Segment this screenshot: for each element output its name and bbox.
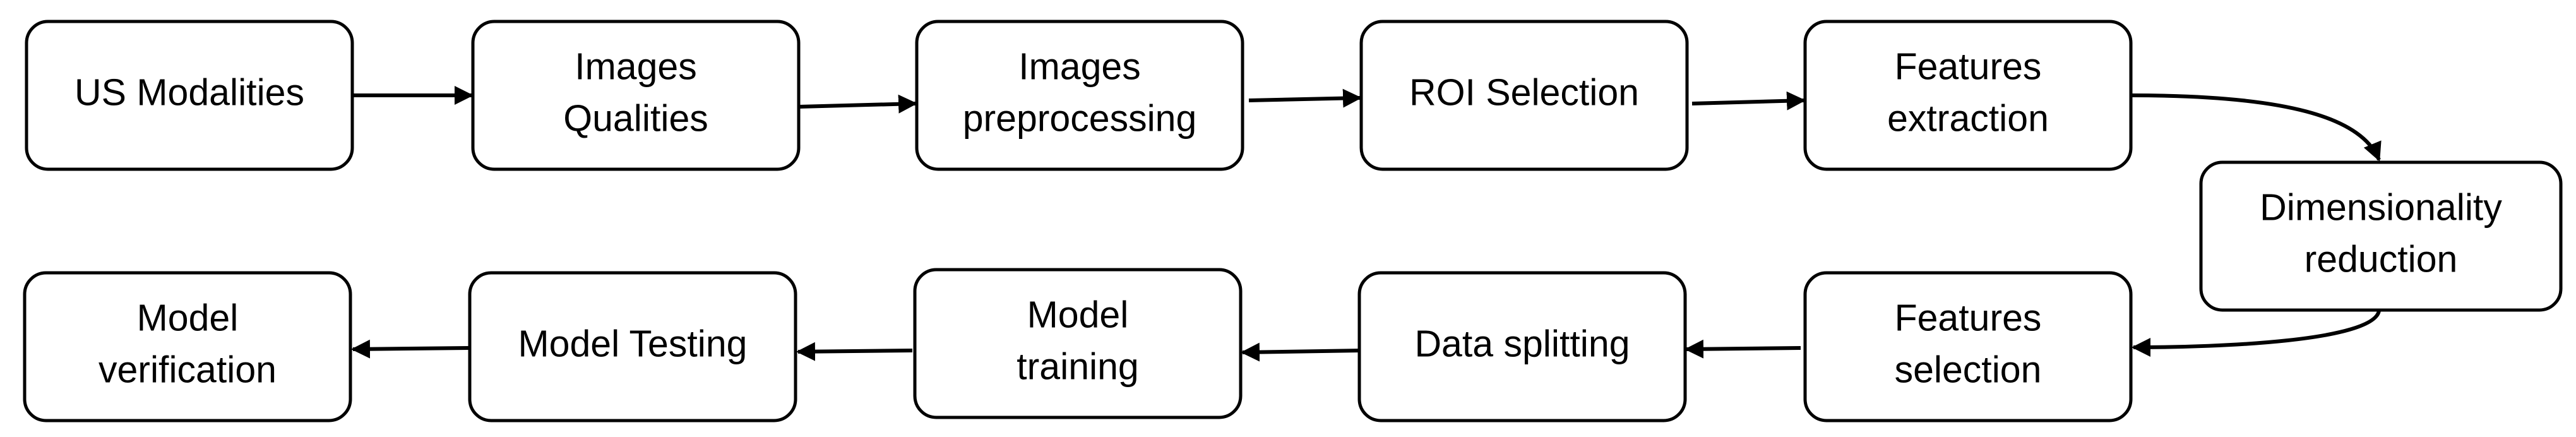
node-label-model-testing: Model Testing: [518, 323, 748, 365]
node-box-model-verification: [23, 271, 352, 422]
node-features-selection: Features selection: [1803, 271, 2133, 422]
node-label-features-selection: selection: [1895, 349, 2042, 391]
arrow-model-training-to-model-testing: [796, 342, 913, 361]
arrow-data-splitting-to-model-training: [1241, 342, 1363, 362]
arrow-model-testing-to-model-verification: [351, 339, 470, 359]
node-box-roi-selection: [1359, 20, 1689, 171]
node-box-features-selection: [1803, 271, 2133, 422]
node-box-model-training: [913, 268, 1243, 419]
node-data-splitting: Data splitting: [1357, 271, 1687, 422]
node-box-images-preprocessing: [915, 20, 1244, 171]
node-label-features-extraction: extraction: [1887, 98, 2049, 140]
node-label-model-verification: verification: [98, 349, 277, 391]
node-images-preprocessing: Images preprocessing: [915, 20, 1244, 171]
edges-layer: [351, 86, 2382, 362]
arrow-roi-selection-to-features-extraction: [1691, 91, 1806, 111]
node-label-us-modalities: US Modalities: [75, 72, 304, 114]
node-label-model-verification: Model: [137, 297, 239, 339]
node-box-us-modalities: [25, 20, 354, 171]
node-label-data-splitting: Data splitting: [1414, 323, 1630, 365]
arrow-features-extraction-to-dimensionality-reduction: [2130, 93, 2382, 162]
node-label-features-selection: Features: [1895, 297, 2042, 339]
node-label-images-qualities: Images: [575, 46, 696, 88]
node-label-dimensionality-reduction: Dimensionality: [2260, 187, 2502, 229]
node-box-dimensionality-reduction: [2199, 160, 2563, 312]
node-label-model-training: training: [1017, 346, 1139, 388]
node-label-model-training: Model: [1027, 294, 1129, 336]
arrow-features-selection-to-data-splitting: [1685, 339, 1801, 359]
node-label-images-preprocessing: preprocessing: [963, 98, 1197, 140]
node-box-images-qualities: [471, 20, 801, 171]
node-box-features-extraction: [1803, 20, 2133, 171]
node-roi-selection: ROI Selection: [1359, 20, 1689, 171]
node-features-extraction: Features extraction: [1803, 20, 2133, 171]
node-model-verification: Model verification: [23, 271, 352, 422]
arrow-images-preprocessing-to-roi-selection: [1248, 88, 1362, 108]
arrow-images-qualities-to-images-preprocessing: [799, 94, 917, 114]
node-box-data-splitting: [1357, 271, 1687, 422]
nodes-layer: US ModalitiesImagesQualitiesImagesprepro…: [23, 20, 2563, 422]
node-model-testing: Model Testing: [468, 271, 797, 422]
node-box-model-testing: [468, 271, 797, 422]
node-us-modalities: US Modalities: [25, 20, 354, 171]
node-model-training: Model training: [913, 268, 1243, 419]
arrow-dimensionality-reduction-to-features-selection: [2132, 310, 2381, 357]
node-label-images-preprocessing: Images: [1018, 46, 1140, 88]
node-label-images-qualities: Qualities: [563, 98, 708, 140]
node-dimensionality-reduction: Dimensionality reduction: [2199, 160, 2563, 312]
node-label-features-extraction: Features: [1895, 46, 2042, 88]
node-label-dimensionality-reduction: reduction: [2305, 239, 2458, 280]
node-label-roi-selection: ROI Selection: [1409, 72, 1639, 114]
